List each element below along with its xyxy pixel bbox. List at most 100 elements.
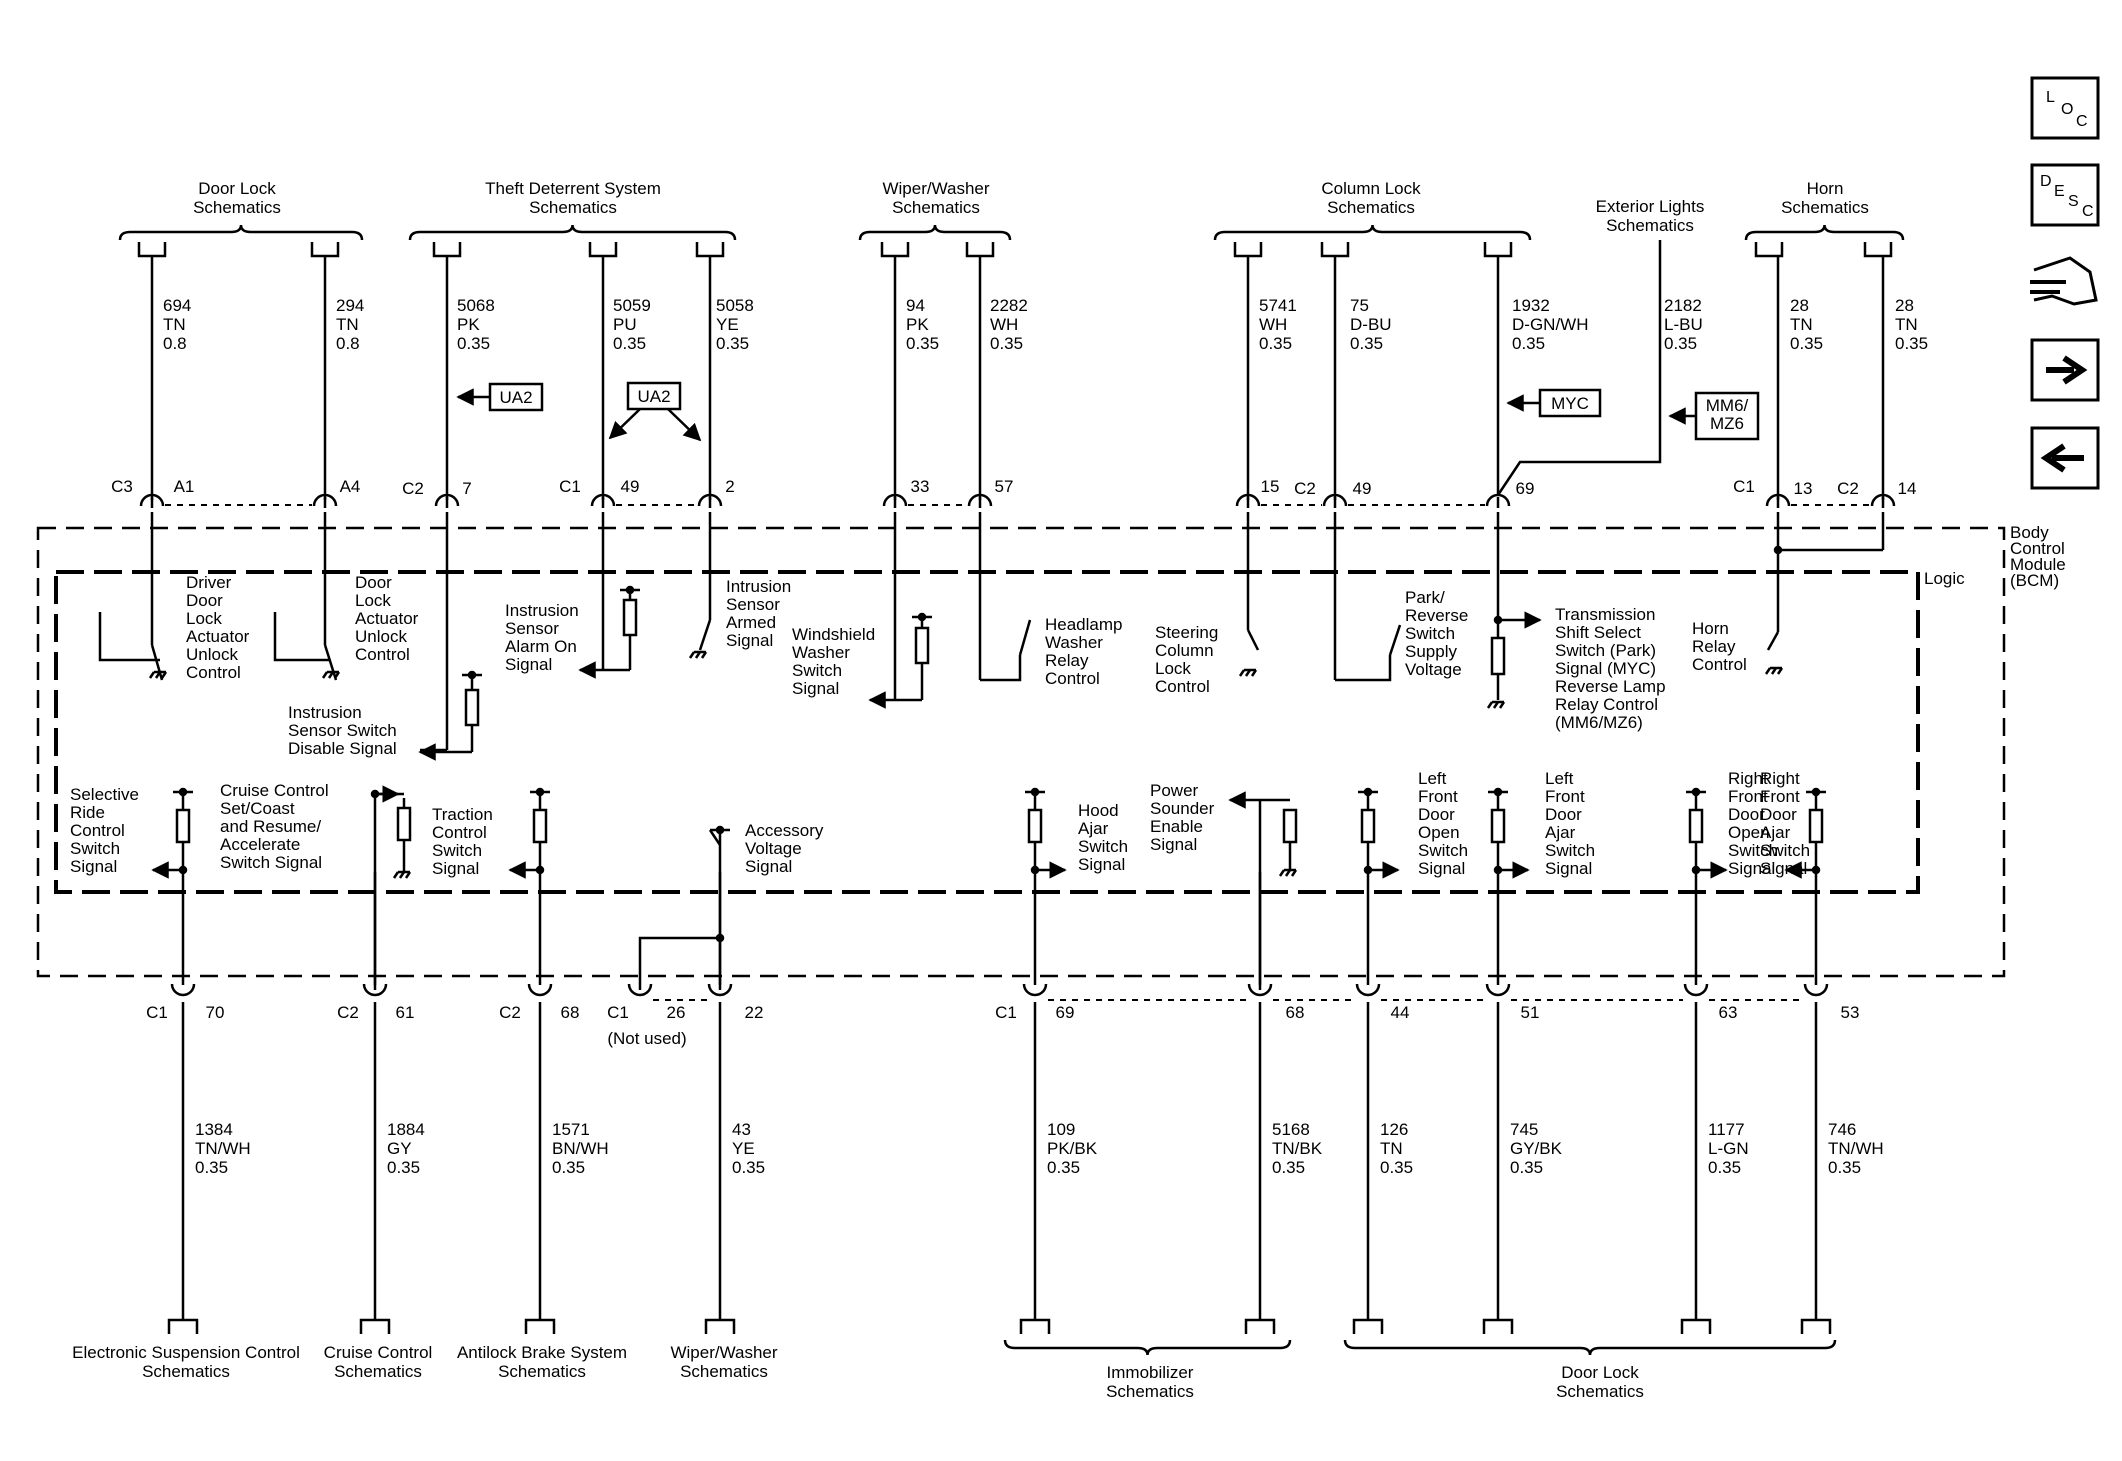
switch-icon <box>1766 631 1780 651</box>
pin-label-b-p22: 22 <box>745 1003 764 1022</box>
logic-label: Logic <box>1924 569 1965 588</box>
pin-label-a1: A1 <box>174 477 195 496</box>
pin-terminal <box>1803 983 1829 997</box>
ref-bracket-doorlock-b <box>1343 1339 1837 1356</box>
ground-tick <box>1492 701 1500 709</box>
ref-bracket-doorlock <box>118 224 364 241</box>
pin-terminal <box>967 493 993 507</box>
pin-label-p33: 33 <box>911 477 930 496</box>
pin-terminal <box>1485 983 1511 997</box>
pin-label-p69: 69 <box>1516 479 1535 498</box>
pin-label-b-p44: 44 <box>1391 1003 1410 1022</box>
loc-button[interactable] <box>2030 76 2100 140</box>
ref-bracket-theft <box>408 224 737 241</box>
ground-tick <box>1238 669 1246 677</box>
pin-label-p13: 13 <box>1794 479 1813 498</box>
pin-terminal <box>707 983 733 997</box>
pin-label-b-p61: 61 <box>396 1003 415 1022</box>
ref-bracket-column <box>1213 224 1532 241</box>
pin-terminal <box>1022 983 1048 997</box>
sig-line <box>980 655 1022 682</box>
ground-tick <box>1770 667 1778 675</box>
pin-terminal <box>1247 983 1273 997</box>
desc-letter-e: E <box>2054 183 2065 200</box>
resistor-icon <box>1282 808 1298 844</box>
logic-outline <box>54 570 1920 894</box>
desc-letter-c2: C <box>2082 203 2094 220</box>
pin-label-c2c: C2 <box>1837 479 1859 498</box>
option-ua2-box-2 <box>626 381 682 411</box>
junction-dot <box>625 585 635 595</box>
desc-letter-s: S <box>2068 193 2079 210</box>
ground-tick <box>1498 701 1506 709</box>
junction-dot <box>715 933 725 943</box>
hand-icon[interactable] <box>2033 256 2098 306</box>
pin-label-b-c2a: C2 <box>337 1003 359 1022</box>
connector-symbol <box>588 242 618 258</box>
connector-symbol <box>310 242 340 258</box>
pin-label-b-p68a: 68 <box>561 1003 580 1022</box>
pin-label-c2a: C2 <box>402 479 424 498</box>
pin-label-b-notused: (Not used) <box>607 1029 686 1048</box>
ref-bracket-horn <box>1744 224 1905 241</box>
junction-dot <box>917 612 927 622</box>
pin-label-p14: 14 <box>1898 479 1917 498</box>
pin-terminal <box>362 983 388 997</box>
left-arrow-icon <box>2040 443 2084 473</box>
pin-terminal <box>1485 493 1511 507</box>
pin-terminal <box>1683 983 1709 997</box>
pin-label-b-c2b: C2 <box>499 1003 521 1022</box>
resistor-icon <box>914 626 930 665</box>
connector-symbol <box>137 242 167 258</box>
ground-tick <box>1764 667 1772 675</box>
resistor-icon <box>1490 808 1506 844</box>
pin-label-p49b: 49 <box>1353 479 1372 498</box>
ground-tick <box>700 651 708 659</box>
ground-tick <box>688 651 696 659</box>
connector-symbol <box>1754 242 1784 258</box>
connector-symbol <box>167 1318 199 1334</box>
pin-label-b-p68b: 68 <box>1286 1003 1305 1022</box>
ground-tick <box>392 871 400 879</box>
pin-terminal <box>1322 493 1348 507</box>
ground-tick <box>333 671 341 679</box>
pin-label-b-p63: 63 <box>1719 1003 1738 1022</box>
hand-arrows <box>2030 280 2066 294</box>
ground-tick <box>148 671 156 679</box>
switch-icon <box>1018 619 1032 656</box>
resistor-icon <box>1490 636 1506 676</box>
desc-button[interactable] <box>2030 163 2100 227</box>
desc-letter-d: D <box>2040 173 2052 190</box>
